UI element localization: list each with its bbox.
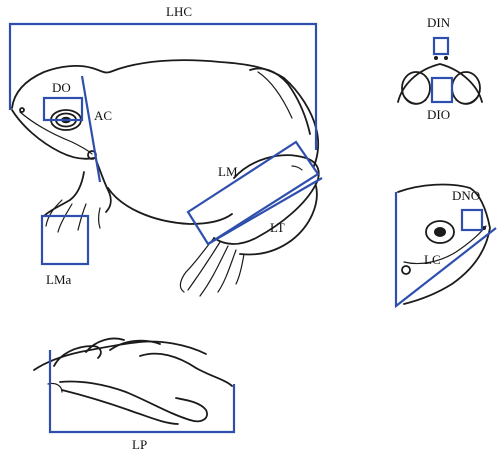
label-lhc: LHC <box>166 4 192 19</box>
measure-dio-box <box>432 78 452 102</box>
label-lm: LM <box>218 164 238 179</box>
measure-dno-box <box>462 210 482 230</box>
hind-foot-drawing <box>34 339 232 425</box>
measure-lm-box <box>188 142 318 244</box>
measure-do-box <box>44 98 82 120</box>
measure-lp-box <box>50 350 234 432</box>
measure-ac-line <box>82 76 100 182</box>
label-din: DIN <box>427 15 451 30</box>
label-lt: LT <box>270 220 285 235</box>
frog-body-drawing <box>12 60 319 296</box>
label-lp: LP <box>132 437 147 452</box>
label-lc: LC <box>424 252 441 267</box>
label-do: DO <box>52 80 71 95</box>
label-lma: LMa <box>46 272 72 287</box>
label-dno: DNO <box>452 188 480 203</box>
label-ac: AC <box>94 108 112 123</box>
label-dio: DIO <box>427 107 450 122</box>
measure-din-box <box>434 38 448 54</box>
head-dorsal-drawing <box>398 56 482 104</box>
measure-lma-box <box>42 216 88 264</box>
